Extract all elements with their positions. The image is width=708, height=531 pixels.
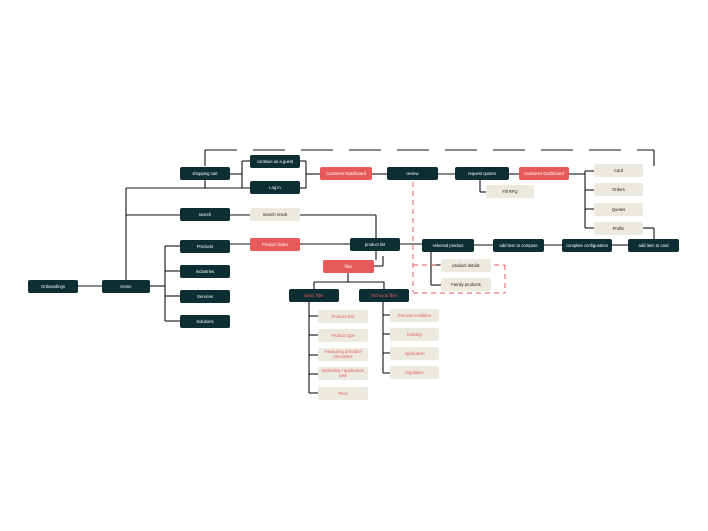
node-quotes[interactable]: Quotes (594, 203, 643, 216)
node-shopping-cart[interactable]: shopping cart (180, 167, 230, 180)
node-orders[interactable]: Orders (594, 183, 643, 196)
node-regulation[interactable]: regulation (390, 366, 439, 379)
dashed-red-highlight (412, 182, 506, 294)
node-price[interactable]: Price (318, 387, 368, 400)
node-industries[interactable]: Industries (180, 265, 230, 278)
node-basic-filter[interactable]: Basic filter (289, 289, 339, 302)
node-product-size[interactable]: Product size (318, 310, 368, 323)
node-add-item-cart[interactable]: add item to card (628, 239, 679, 252)
node-technical-filter[interactable]: Technical filter (359, 289, 409, 302)
node-product-finder[interactable]: Product finder (250, 238, 300, 251)
node-fill-rfq[interactable]: Fill RFQ (486, 185, 534, 198)
node-solutions[interactable]: Solutions (180, 315, 230, 328)
node-process-condition[interactable]: Process condition (390, 309, 439, 322)
node-add-item-compare[interactable]: add item to compare (493, 239, 544, 252)
dashed-top-border (204, 149, 655, 166)
node-measuring-principle[interactable]: measuring principle/ processes (318, 348, 368, 361)
node-customer-dashboard-1[interactable]: Customer Dashboard (320, 167, 372, 180)
node-filter[interactable]: filter (323, 260, 374, 273)
node-products[interactable]: Products (180, 240, 230, 253)
node-search-result[interactable]: search result (250, 208, 300, 221)
node-customer-dashboard-2[interactable]: Customer Dashboard (519, 167, 569, 180)
node-profile[interactable]: Profile (594, 222, 643, 235)
node-search[interactable]: search (180, 208, 230, 221)
node-continue-guest[interactable]: continue as a guest (250, 155, 300, 168)
node-selected-product[interactable]: selected product (422, 239, 474, 252)
connector-lines (78, 160, 655, 394)
node-product-details[interactable]: product details (441, 259, 491, 272)
node-request-quotes[interactable]: request quotes (455, 167, 509, 180)
node-complete-configuration[interactable]: complete configuration (562, 239, 612, 252)
node-application[interactable]: Application (390, 347, 439, 360)
node-card[interactable]: Card (594, 164, 643, 177)
node-services[interactable]: Services (180, 290, 230, 303)
node-product-type[interactable]: Product type (318, 329, 368, 342)
node-onboardings[interactable]: Onboardings (28, 280, 78, 293)
node-marketing-application[interactable]: Marketing / application task (318, 367, 368, 380)
node-industry[interactable]: Industry (390, 328, 439, 341)
node-log-in[interactable]: Log in (250, 181, 300, 194)
node-product-list[interactable]: product list (350, 238, 400, 251)
node-review[interactable]: review (387, 167, 438, 180)
node-home[interactable]: Home (102, 280, 150, 293)
node-family-products[interactable]: Family products (441, 278, 491, 291)
